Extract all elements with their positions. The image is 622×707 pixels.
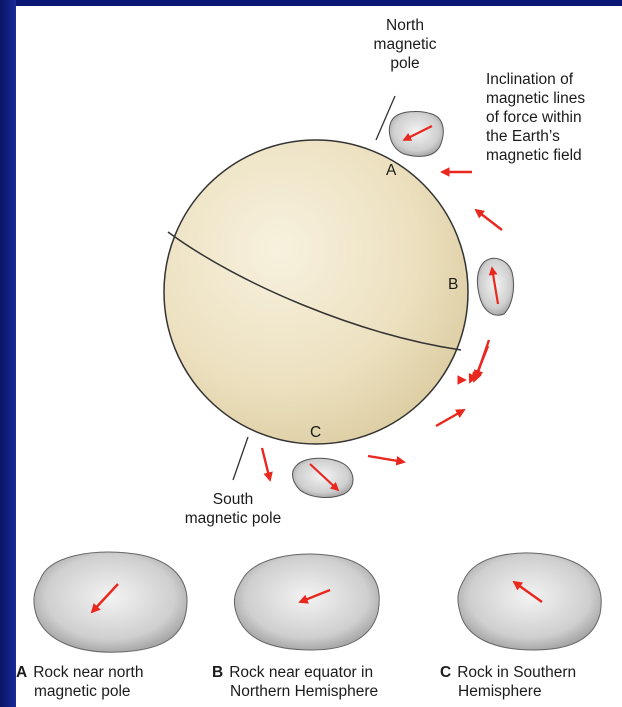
inclination-line-2: magnetic lines — [486, 89, 616, 108]
inclination-line-5: magnetic field — [486, 146, 616, 165]
south-pole-line-2: magnetic pole — [158, 509, 308, 528]
caption-c-letter: C — [440, 664, 451, 681]
south-pole-label: South magnetic pole — [158, 490, 308, 528]
north-pole-line-3: pole — [360, 54, 450, 73]
rock-c-large — [458, 553, 601, 650]
north-pole-line-2: magnetic — [360, 35, 450, 54]
caption-a-line-2: magnetic pole — [16, 682, 143, 701]
caption-b-line-2: Northern Hemisphere — [212, 682, 378, 701]
caption-a-letter: A — [16, 664, 27, 681]
earth-globe — [164, 140, 468, 444]
caption-c-line-1: Rock in Southern — [457, 664, 576, 681]
caption-a: A Rock near north magnetic pole — [16, 663, 143, 701]
north-pole-line-1: North — [360, 16, 450, 35]
rock-b-large — [234, 554, 379, 650]
caption-b: B Rock near equator in Northern Hemispher… — [212, 663, 378, 701]
rock-b-small — [477, 258, 513, 315]
inclination-label: Inclination of magnetic lines of force w… — [486, 70, 616, 165]
caption-b-line-1: Rock near equator in — [229, 664, 373, 681]
caption-c: C Rock in Southern Hemisphere — [440, 663, 576, 701]
rock-a-large — [34, 552, 187, 652]
caption-b-letter: B — [212, 664, 223, 681]
point-b-label: B — [448, 275, 458, 294]
point-a-label: A — [386, 161, 396, 180]
caption-c-line-2: Hemisphere — [440, 682, 576, 701]
caption-a-line-1: Rock near north — [33, 664, 143, 681]
inclination-line-1: Inclination of — [486, 70, 616, 89]
south-axis-line — [233, 437, 248, 480]
point-c-label: C — [310, 423, 321, 442]
inclination-line-4: the Earth’s — [486, 127, 616, 146]
rock-a-small — [389, 112, 443, 157]
north-pole-label: North magnetic pole — [360, 16, 450, 73]
inclination-line-3: of force within — [486, 108, 616, 127]
south-pole-line-1: South — [158, 490, 308, 509]
